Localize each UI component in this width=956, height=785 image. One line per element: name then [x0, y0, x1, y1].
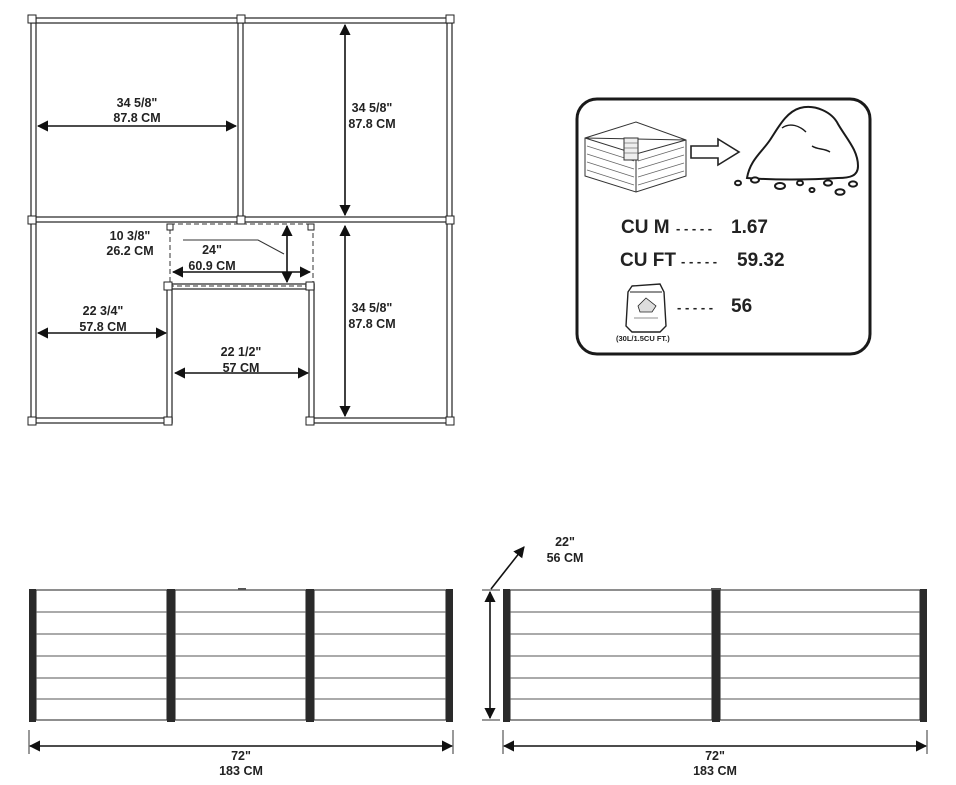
bags-dashes: - - - - - [677, 300, 713, 315]
elevation-left-panels [35, 589, 447, 721]
dim-opening-width-cm: 57 CM [223, 361, 260, 375]
cu-ft-value: 59.32 [737, 250, 785, 271]
cu-ft-label: CU FT [620, 250, 676, 271]
bags-value: 56 [731, 296, 752, 317]
dim-top-left-width-in: 34 5/8" [117, 96, 158, 110]
dim-left-length-in: 72" [231, 749, 251, 763]
elevation-left-posts [29, 589, 453, 722]
plan-view: 34 5/8" 87.8 CM 34 5/8" 87.8 CM 10 3/8" … [27, 14, 455, 426]
dim-height-cm: 56 CM [547, 551, 584, 565]
cu-m-value: 1.67 [731, 217, 768, 238]
dim-bottom-right-depth-in: 34 5/8" [352, 301, 393, 315]
elevation-left-slats [36, 611, 446, 700]
cu-m-dashes: - - - - - [676, 221, 712, 236]
elevation-left: 72" 183 CM [28, 588, 454, 778]
dim-notch-width-in: 24" [202, 243, 222, 257]
soil-pile-icon [734, 106, 860, 196]
cu-m-label: CU M [621, 217, 670, 238]
height-leader-arrow [490, 546, 525, 590]
dim-right-length-cm: 183 CM [693, 764, 737, 778]
cu-ft-dashes: - - - - - [681, 254, 717, 269]
bag-size-label: (30L/1.5CU FT.) [616, 334, 670, 343]
dim-bottom-right-depth-cm: 87.8 CM [348, 317, 395, 331]
soil-volume-card: CU M - - - - - 1.67 CU FT - - - - - 59.3… [575, 97, 872, 356]
elevation-right-slats [510, 611, 920, 700]
plan-frame [27, 14, 455, 426]
dim-left-arm-width-in: 22 3/4" [83, 304, 124, 318]
dim-left-arm-width-cm: 57.8 CM [79, 320, 126, 334]
dim-notch-depth-in: 10 3/8" [110, 229, 151, 243]
dim-right-length-in: 72" [705, 749, 725, 763]
dim-notch-depth-cm: 26.2 CM [106, 244, 153, 258]
dim-notch-width-cm: 60.9 CM [188, 259, 235, 273]
dim-left-length-cm: 183 CM [219, 764, 263, 778]
garden-bed-icon [584, 121, 687, 193]
notch-depth-leader [183, 239, 285, 255]
dim-opening-width-in: 22 1/2" [221, 345, 262, 359]
elevation-right-posts [503, 589, 927, 722]
dim-top-right-depth-cm: 87.8 CM [348, 117, 395, 131]
dim-height-in: 22" [555, 535, 575, 549]
elevation-right: 22" 56 CM 72" 183 CM [482, 535, 928, 778]
right-arrow-icon [690, 137, 741, 167]
dim-top-right-depth-in: 34 5/8" [352, 101, 393, 115]
dim-top-left-width-cm: 87.8 CM [113, 111, 160, 125]
soil-bag-icon [625, 283, 667, 333]
